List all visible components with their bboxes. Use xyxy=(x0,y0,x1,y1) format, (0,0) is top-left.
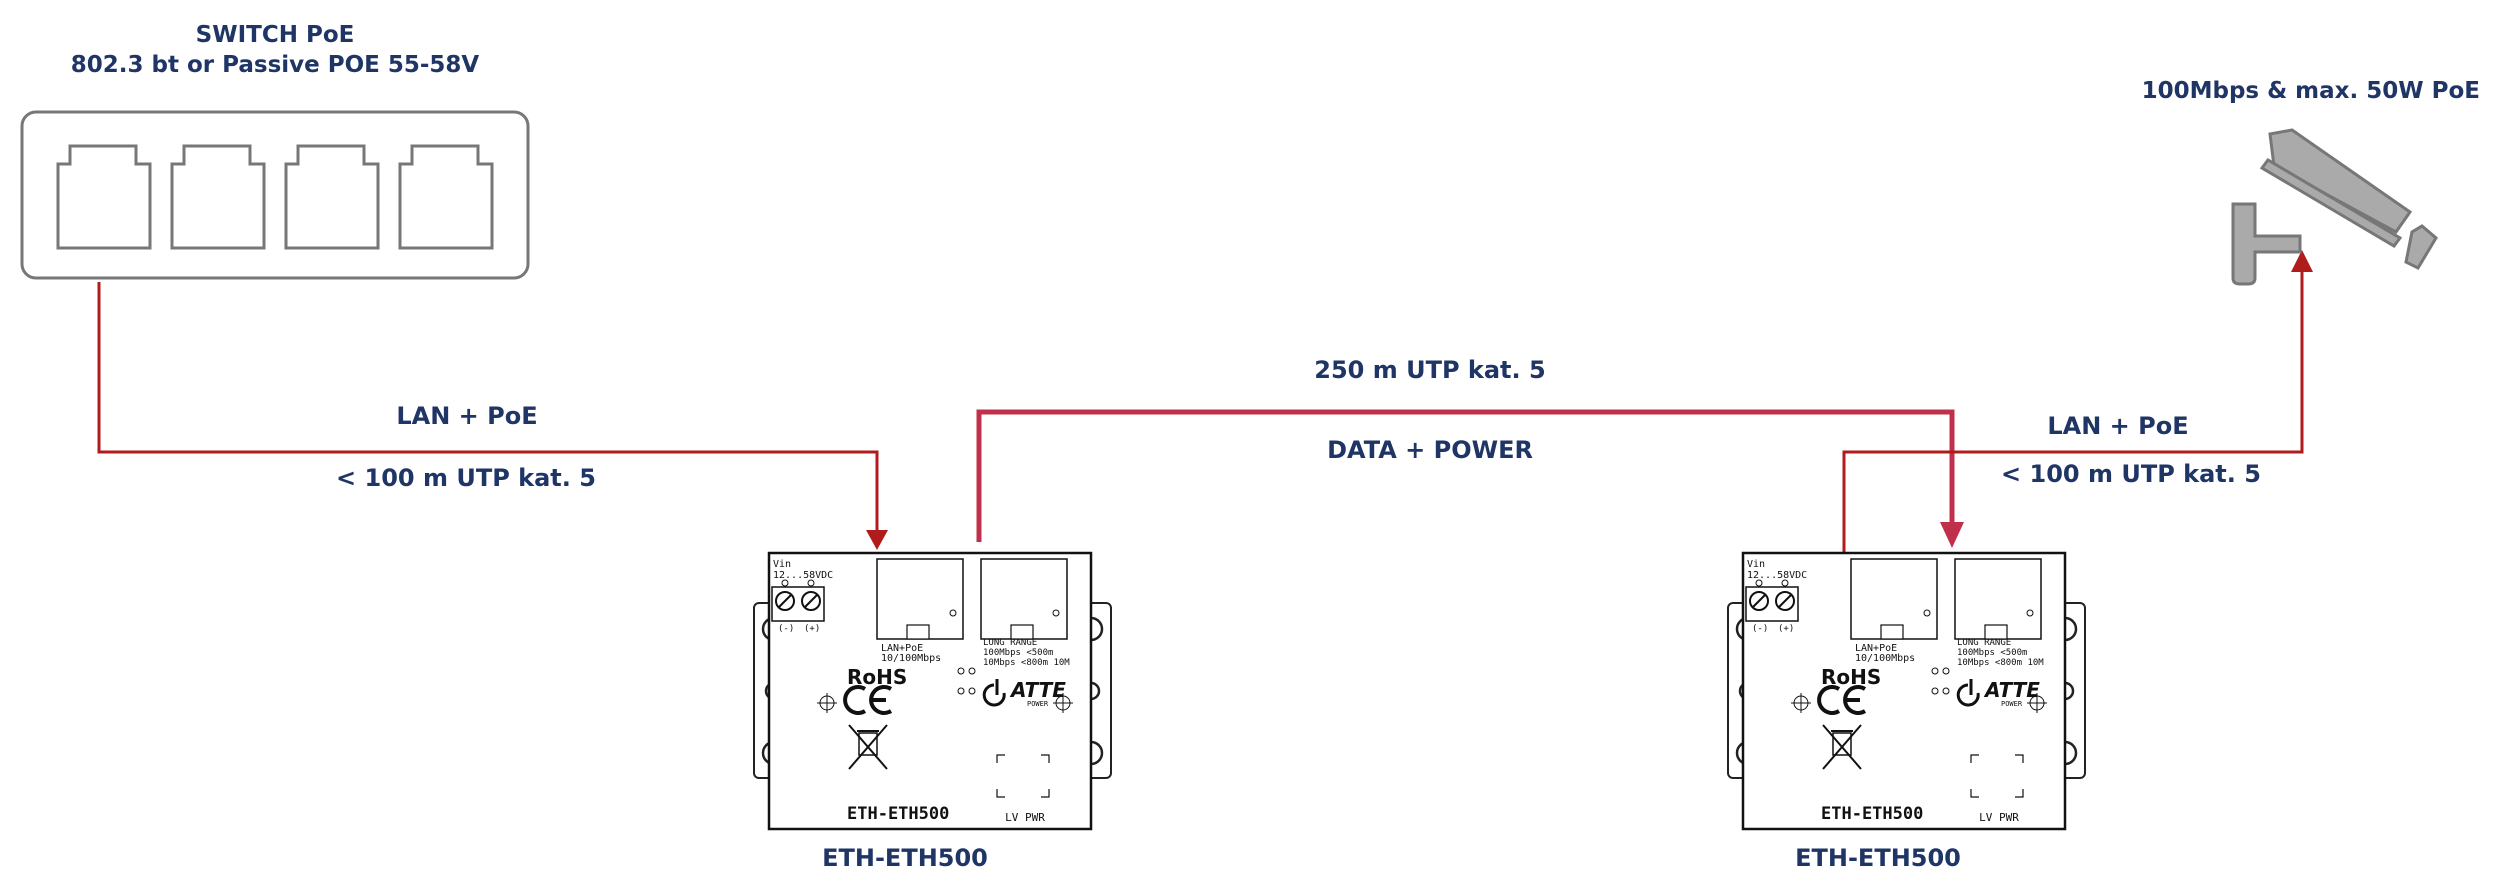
right-link-label-1: LAN + PoE xyxy=(2047,412,2188,440)
device-right-name: ETH-ETH500 xyxy=(1795,844,1961,872)
vin-range-label: 12...58VDC xyxy=(773,570,833,581)
terminal-minus-label: (-) xyxy=(1752,624,1768,634)
middle-link-label-2: DATA + POWER xyxy=(1327,436,1533,464)
cctv-camera-icon xyxy=(2231,128,2438,286)
rohs-label: RoHS xyxy=(847,665,907,689)
switch-port-1 xyxy=(56,144,152,250)
port1-label-1: LAN+PoE xyxy=(1855,643,1897,654)
camera-visor xyxy=(2259,158,2403,248)
camera-lens xyxy=(2404,224,2438,270)
port2-label-2: 100Mbps <500m xyxy=(983,648,1053,658)
brand-sub-label: POWER xyxy=(2001,700,2023,708)
eth-device-right: Vin 12...58VDC (-) (+) LAN+PoE 10/100Mbp… xyxy=(1726,551,2087,831)
switch-port-4 xyxy=(398,144,494,250)
switch-title: SWITCH PoE xyxy=(196,22,355,48)
vin-label: Vin xyxy=(1747,559,1765,570)
port1-label-1: LAN+PoE xyxy=(881,643,923,654)
camera-bracket xyxy=(2231,202,2302,286)
device-left-name: ETH-ETH500 xyxy=(822,844,988,872)
brand-logo: ATTE xyxy=(1983,678,2040,702)
terminal-plus-label: (+) xyxy=(804,624,820,634)
port2-label-1: LONG RANGE xyxy=(983,638,1037,648)
board-model-label: ETH-ETH500 xyxy=(847,804,949,824)
port1-label-2: 10/100Mbps xyxy=(1855,653,1915,664)
left-link-label-2: < 100 m UTP kat. 5 xyxy=(336,464,596,492)
left-link-label-1: LAN + PoE xyxy=(396,402,537,430)
brand-sub-label: POWER xyxy=(1027,700,1049,708)
cable-long-range xyxy=(976,409,1955,542)
led-labels: LV PWR xyxy=(1979,811,2019,824)
switch-subtitle: 802.3 bt or Passive POE 55-58V xyxy=(71,52,480,78)
cable-switch-to-device-left xyxy=(97,282,879,536)
arrowhead-camera xyxy=(2291,250,2313,272)
terminal-plus-label: (+) xyxy=(1778,624,1794,634)
port2-label-2: 100Mbps <500m xyxy=(1957,648,2027,658)
terminal-minus-label: (-) xyxy=(778,624,794,634)
vin-label: Vin xyxy=(773,559,791,570)
poe-switch xyxy=(20,110,530,280)
arrowhead-left-device xyxy=(866,530,888,550)
camera-body xyxy=(2268,128,2413,234)
port1-label-2: 10/100Mbps xyxy=(881,653,941,664)
brand-logo: ATTE xyxy=(1009,678,1066,702)
cable-device-to-camera xyxy=(1842,268,2304,552)
port2-label-3: 10Mbps <800m 10M xyxy=(983,658,1070,668)
right-link-label-2: < 100 m UTP kat. 5 xyxy=(2001,460,2261,488)
rohs-label: RoHS xyxy=(1821,665,1881,689)
switch-port-3 xyxy=(284,144,380,250)
port2-label-1: LONG RANGE xyxy=(1957,638,2011,648)
arrowhead-right-device xyxy=(1940,522,1964,548)
led-labels: LV PWR xyxy=(1005,811,1045,824)
switch-port-2 xyxy=(170,144,266,250)
middle-link-label-1: 250 m UTP kat. 5 xyxy=(1314,356,1545,384)
camera-label: 100Mbps & max. 50W PoE xyxy=(2142,78,2480,104)
eth-device-left: Vin 12...58VDC (-) (+) LAN+PoE 10/100Mbp… xyxy=(752,551,1113,831)
vin-range-label: 12...58VDC xyxy=(1747,570,1807,581)
board-model-label: ETH-ETH500 xyxy=(1821,804,1923,824)
port2-label-3: 10Mbps <800m 10M xyxy=(1957,658,2044,668)
